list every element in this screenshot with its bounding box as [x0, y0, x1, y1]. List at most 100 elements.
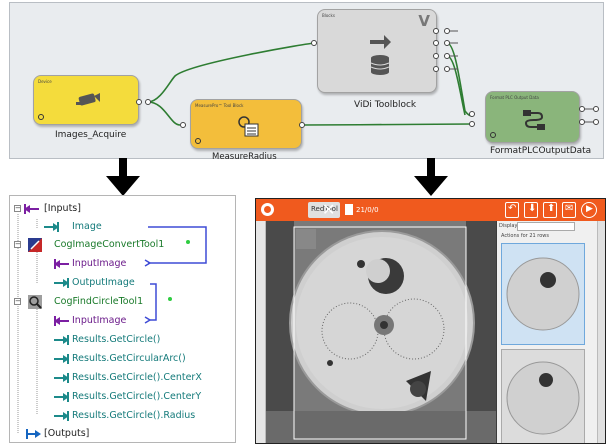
- status-dot: [186, 240, 190, 244]
- main-inspection-image[interactable]: [266, 221, 496, 443]
- undo-button[interactable]: ↶: [505, 202, 519, 218]
- format-plc-label: FormatPLCOutputData: [490, 146, 592, 156]
- tree-row-image[interactable]: Image: [10, 219, 237, 235]
- tree-row-label: Results.GetCircle().Radius: [72, 410, 196, 421]
- upload-button[interactable]: ⬆: [543, 202, 557, 218]
- tree-row-label: OutputImage: [72, 277, 135, 288]
- output-arrow-icon: [54, 354, 69, 364]
- input-arrow-icon: [54, 259, 69, 269]
- image-counter: 21/0/0: [356, 206, 379, 214]
- tree-row-input-image[interactable]: InputImage: [10, 313, 237, 329]
- properties-rail[interactable]: [597, 221, 605, 443]
- settings-gear-icon: [195, 138, 201, 144]
- node-tag: Device: [38, 79, 52, 84]
- output-port[interactable]: [593, 106, 599, 112]
- tree-row-find-circle-tool[interactable]: − CogFindCircleTool1: [10, 294, 237, 310]
- vidi-toolblock-node[interactable]: Blocks V: [317, 9, 437, 93]
- images-acquire-label: Images_Acquire: [55, 130, 127, 140]
- tree-row-image-convert-tool[interactable]: − CogImageConvertTool1: [10, 237, 237, 253]
- display-select[interactable]: [517, 222, 575, 231]
- tree-row-label: [Inputs]: [44, 203, 81, 214]
- node-tag: Blocks: [322, 13, 335, 18]
- output-port[interactable]: [433, 53, 439, 59]
- document-icon: [345, 204, 353, 215]
- vidi-toolblock-label: ViDi Toolblock: [354, 100, 417, 110]
- settings-gear-icon: [490, 132, 496, 138]
- find-circle-tool-icon: [28, 295, 42, 309]
- tool-block-icon: [238, 116, 259, 137]
- output-port[interactable]: [579, 106, 585, 112]
- input-port[interactable]: [469, 111, 475, 117]
- node-tag: Format PLC Output Data: [490, 95, 539, 100]
- image-viewer-window: RedTool ✕ 21/0/0 ↶ ⬇ ⬆ ✉ ▶: [255, 198, 606, 444]
- tree-row-output-image[interactable]: OutputImage: [10, 275, 237, 291]
- output-arrow-icon: [54, 373, 69, 383]
- measure-radius-node[interactable]: MeasurePro™ Tool Block: [190, 99, 302, 149]
- tree-row-label: Results.GetCircle().CenterY: [72, 391, 202, 402]
- mode-button[interactable]: RedTool: [308, 202, 340, 218]
- mode-button-label: RedTool: [311, 205, 338, 213]
- app-logo-icon: [261, 203, 274, 216]
- input-port[interactable]: [311, 40, 317, 46]
- camera-icon: [76, 93, 100, 106]
- images-acquire-node[interactable]: Device: [33, 75, 139, 125]
- output-port[interactable]: [433, 40, 439, 46]
- collapse-toggle[interactable]: −: [14, 297, 21, 305]
- tree-row-label: [Outputs]: [44, 428, 90, 439]
- play-button[interactable]: ▶: [581, 202, 597, 218]
- output-arrow-icon: [54, 392, 69, 402]
- tree-row-label: CogImageConvertTool1: [54, 239, 165, 250]
- output-port[interactable]: [444, 66, 450, 72]
- output-port[interactable]: [145, 99, 151, 105]
- watch-dial-image: [266, 221, 496, 443]
- output-port[interactable]: [136, 99, 142, 105]
- tree-row-radius[interactable]: Results.GetCircle().Radius: [10, 408, 237, 424]
- tree-row-get-circle[interactable]: Results.GetCircle(): [10, 332, 237, 348]
- status-dot: [168, 297, 172, 301]
- output-port[interactable]: [299, 122, 305, 128]
- tool-flow-diagram: Device Images_Acquire MeasurePro™ Tool B…: [9, 2, 604, 162]
- output-port[interactable]: [444, 40, 450, 46]
- tree-row-label: InputImage: [72, 315, 127, 326]
- tree-row-center-y[interactable]: Results.GetCircle().CenterY: [10, 389, 237, 405]
- tree-row-outputs[interactable]: [Outputs]: [10, 426, 237, 442]
- output-arrow-icon: [54, 278, 69, 288]
- tree-row-get-circular-arc[interactable]: Results.GetCircularArc(): [10, 351, 237, 367]
- node-tag: MeasurePro™ Tool Block: [195, 103, 244, 108]
- output-port[interactable]: [579, 119, 585, 125]
- format-plc-node[interactable]: Format PLC Output Data: [485, 91, 580, 143]
- output-port[interactable]: [444, 28, 450, 34]
- output-arrow-icon: [44, 222, 59, 232]
- tree-lines: [17, 214, 207, 434]
- output-arrow-icon: [54, 411, 69, 421]
- download-button[interactable]: ⬇: [524, 202, 538, 218]
- tree-row-center-x[interactable]: Results.GetCircle().CenterX: [10, 370, 237, 386]
- wire-acquire-measure: [147, 101, 181, 126]
- tree-row-inputs[interactable]: − [Inputs]: [10, 201, 237, 217]
- collapse-toggle[interactable]: −: [14, 204, 21, 212]
- output-port[interactable]: [433, 66, 439, 72]
- input-port[interactable]: [469, 121, 475, 127]
- left-tool-rail[interactable]: [256, 221, 266, 443]
- output-port[interactable]: [593, 119, 599, 125]
- thumbnail-selected[interactable]: [501, 243, 585, 345]
- chat-button[interactable]: ✉: [562, 202, 576, 218]
- down-arrow-icon: [106, 158, 140, 196]
- collapse-toggle[interactable]: −: [14, 240, 21, 248]
- output-arrow-icon: [54, 335, 69, 345]
- tree-row-label: CogFindCircleTool1: [54, 296, 144, 307]
- output-port[interactable]: [444, 53, 450, 59]
- output-port[interactable]: [433, 28, 439, 34]
- close-icon[interactable]: ✕: [322, 200, 336, 219]
- thumbnail[interactable]: [501, 349, 585, 443]
- connector-icon: [523, 110, 545, 130]
- input-arrow-icon: [54, 316, 69, 326]
- convert-tool-icon: [28, 238, 42, 252]
- tree-row-label: Results.GetCircularArc(): [72, 353, 186, 364]
- tree-row-input-image[interactable]: InputImage: [10, 256, 237, 272]
- output-arrow-icon: [26, 429, 41, 439]
- wire-acquire-vidi: [147, 42, 316, 103]
- tree-row-label: Results.GetCircle(): [72, 334, 161, 345]
- tree-row-label: InputImage: [72, 258, 127, 269]
- input-port[interactable]: [180, 122, 186, 128]
